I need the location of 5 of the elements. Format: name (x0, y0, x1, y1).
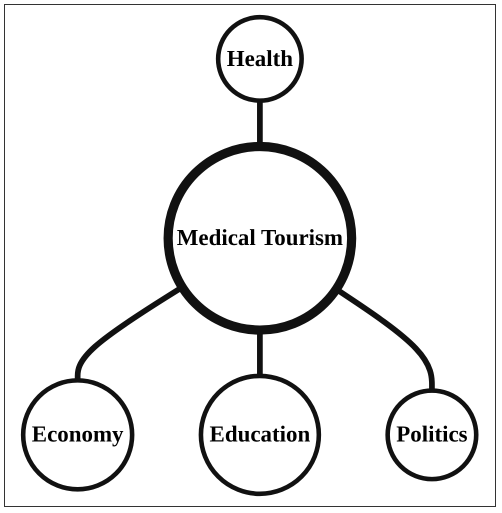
node-circle: Politics (386, 388, 479, 482)
node-circle: Medical Tourism (164, 142, 357, 335)
node-circle: Health (216, 14, 304, 103)
node-circle: Education (198, 374, 322, 496)
node-circle: Economy (21, 378, 135, 492)
